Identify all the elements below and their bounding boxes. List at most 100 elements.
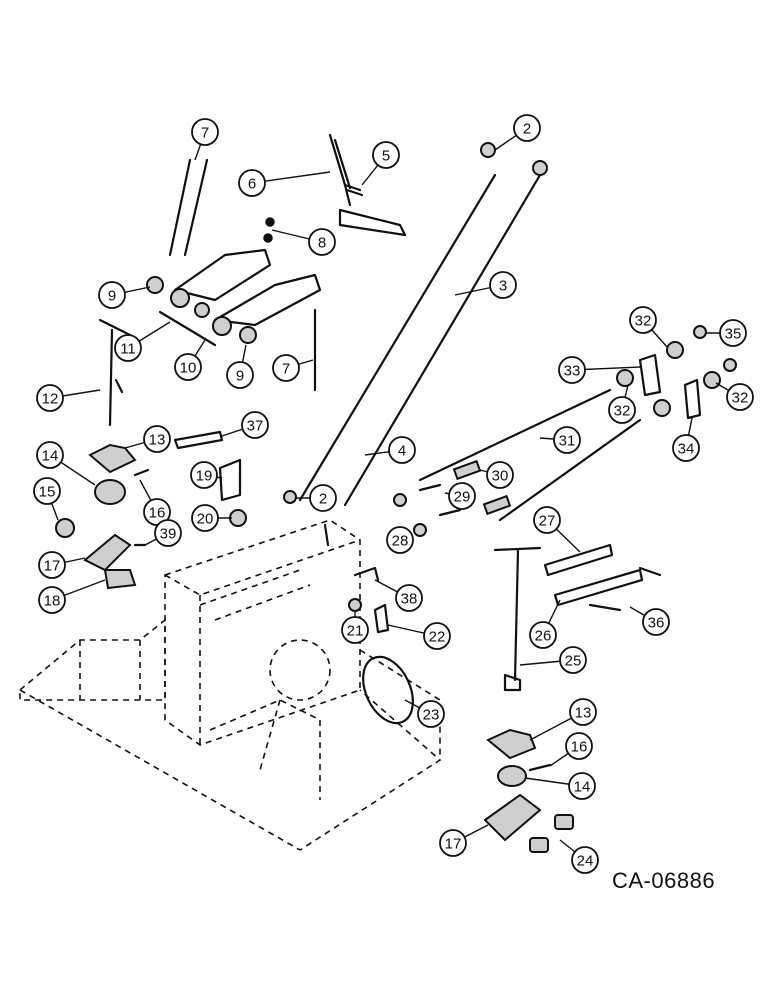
callout-circle: [272, 354, 300, 382]
callout-32: 32: [715, 382, 754, 411]
callout-39: 39: [144, 519, 182, 547]
callout-number: 16: [149, 505, 166, 522]
callout-number: 16: [571, 739, 588, 756]
tubes-30: [452, 459, 512, 516]
callout-15: 15: [33, 477, 61, 521]
callout-11: 11: [114, 321, 171, 362]
callout-circle: [36, 441, 64, 469]
arm-34: [683, 378, 702, 420]
callout-14: 14: [524, 772, 596, 800]
callout-25: 25: [519, 646, 587, 674]
callout-20: 20: [191, 504, 232, 532]
lever-12: [98, 318, 132, 427]
callout-33: 33: [558, 356, 641, 384]
callout-number: 27: [539, 513, 556, 530]
callout-24: 24: [559, 839, 599, 874]
bushing-9: [146, 276, 257, 344]
callout-circle: [395, 584, 423, 612]
callout-circle: [642, 608, 670, 636]
support-17-left: [83, 533, 132, 572]
callout-37: 37: [221, 411, 269, 439]
callout-13: 13: [529, 698, 597, 741]
cover-23: [362, 655, 414, 725]
callout-18: 18: [38, 579, 106, 614]
callout-number: 25: [565, 653, 582, 670]
callout-circle: [190, 461, 218, 489]
callout-19: 19: [190, 461, 223, 489]
arm-18: [103, 569, 137, 590]
callout-number: 3: [499, 278, 507, 295]
callout-circle: [568, 772, 596, 800]
bracket-22: [373, 603, 390, 634]
callout-number: 7: [282, 361, 290, 378]
callout-circle: [36, 384, 64, 412]
callout-14: 14: [36, 441, 96, 486]
callout-2: 2: [494, 114, 541, 151]
callout-circle: [423, 622, 451, 650]
rod-pair-7: [168, 158, 209, 257]
callout-circle: [226, 361, 254, 389]
bushing-14-lower: [497, 765, 527, 787]
callout-circle: [726, 383, 754, 411]
callout-circle: [489, 271, 517, 299]
callout-number: 31: [559, 433, 576, 450]
nut-21: [348, 598, 362, 612]
callout-10: 10: [174, 339, 206, 381]
callout-circle: [559, 646, 587, 674]
callout-35: 35: [705, 319, 747, 347]
callout-number: 17: [44, 558, 61, 575]
callout-circle: [143, 425, 171, 453]
bracket-19: [218, 458, 242, 502]
callout-number: 18: [44, 593, 61, 610]
callout-circle: [114, 334, 142, 362]
callout-circle: [569, 698, 597, 726]
callout-number: 26: [535, 628, 552, 645]
callout-number: 21: [347, 623, 364, 640]
callout-number: 10: [180, 360, 197, 377]
callout-17: 17: [439, 824, 489, 857]
callout-circle: [309, 484, 337, 512]
callout-number: 22: [429, 629, 446, 646]
callout-13: 13: [124, 425, 171, 453]
callout-23: 23: [404, 699, 445, 728]
callout-29: 29: [444, 482, 476, 510]
callout-circle: [238, 169, 266, 197]
callout-number: 14: [574, 779, 591, 796]
callout-number: 12: [42, 391, 59, 408]
callout-number: 6: [248, 176, 256, 193]
callout-31: 31: [539, 426, 581, 454]
callout-6: 6: [238, 169, 331, 197]
nut-35: [693, 325, 737, 372]
callout-number: 32: [635, 313, 652, 330]
callout-circle: [558, 356, 586, 384]
shaft-10-11: [158, 310, 217, 347]
drawing-code: CA-06886: [612, 868, 716, 893]
callout-21: 21: [341, 612, 369, 644]
callout-number: 14: [42, 448, 59, 465]
callout-circle: [38, 586, 66, 614]
callout-number: 32: [732, 390, 749, 407]
callout-circle: [372, 141, 400, 169]
callout-number: 29: [454, 489, 471, 506]
callout-number: 2: [523, 121, 531, 138]
plate-37: [173, 430, 224, 450]
pin-16-lower: [528, 763, 552, 772]
callout-number: 13: [575, 705, 592, 722]
callout-16: 16: [139, 479, 171, 526]
bushings-24: [529, 814, 574, 853]
callout-circle: [565, 732, 593, 760]
callout-4: 4: [364, 436, 416, 464]
flange-13: [88, 443, 137, 474]
callout-circle: [388, 436, 416, 464]
callout-number: 33: [564, 363, 581, 380]
callout-16: 16: [549, 732, 593, 767]
callout-number: 9: [236, 368, 244, 385]
callout-9: 9: [98, 281, 151, 309]
callout-28: 28: [386, 526, 414, 554]
spring-5: [343, 183, 364, 197]
callout-circle: [386, 526, 414, 554]
bar-26: [553, 568, 644, 607]
callout-number: 35: [725, 326, 742, 343]
bushings-32: [616, 341, 721, 417]
